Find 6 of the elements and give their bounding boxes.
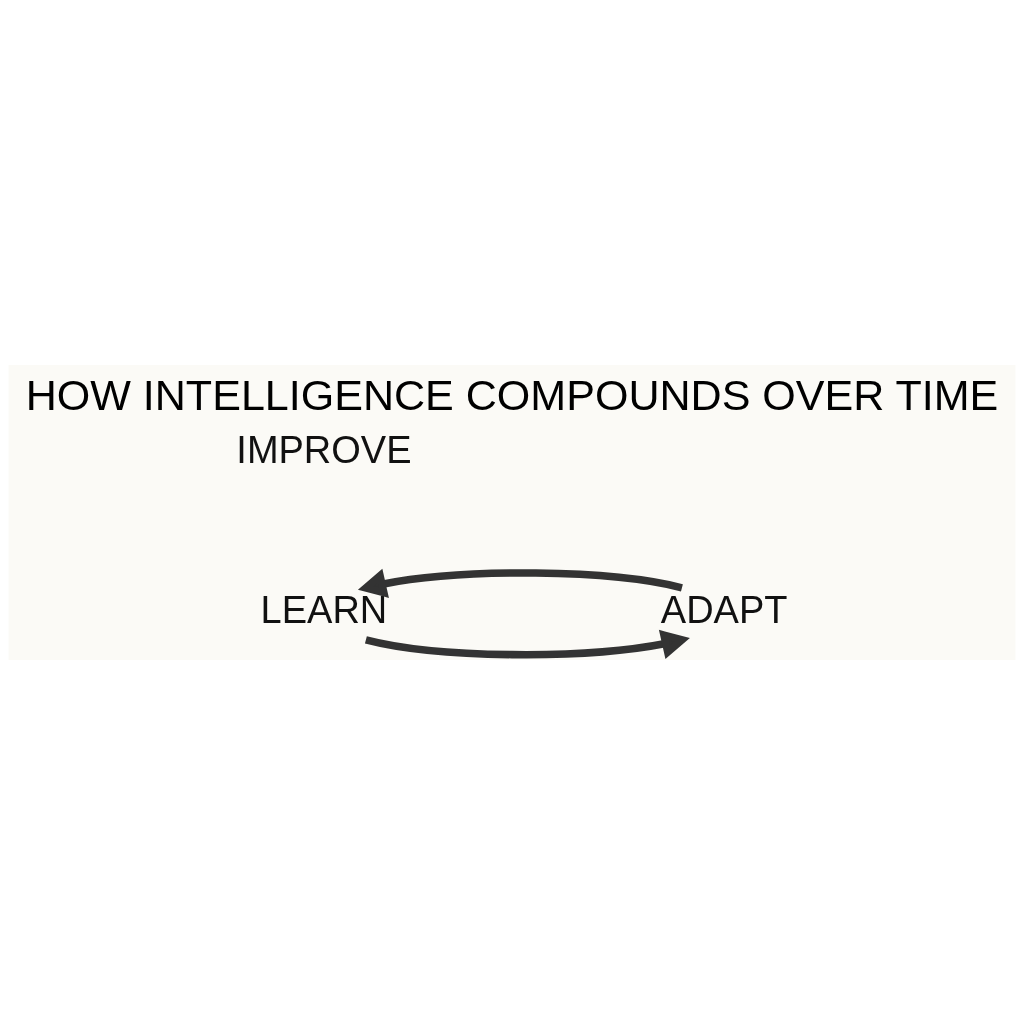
arrow [357, 568, 683, 598]
arrow [365, 629, 690, 659]
node-text: LEARN [260, 588, 388, 631]
label: IMPROVE [236, 428, 412, 471]
node-text: ADAPT [660, 588, 788, 631]
diagram-title: HOW INTELLIGENCE COMPOUNDS OVER TIME [25, 370, 999, 419]
